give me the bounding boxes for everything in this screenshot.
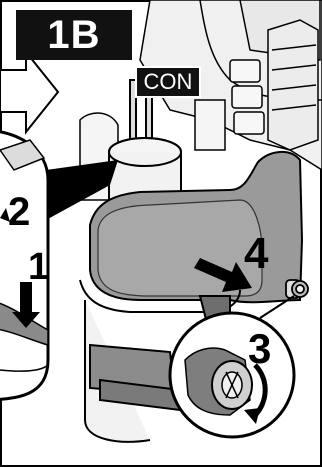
release-knob xyxy=(286,280,308,298)
connector-label: CON xyxy=(135,66,201,98)
callout-3: 3 xyxy=(248,328,271,370)
callout-1: 1 xyxy=(28,248,49,286)
callout-4: 4 xyxy=(244,232,268,276)
step-label: 1B xyxy=(16,10,132,60)
callout-2: 2 xyxy=(8,192,30,232)
